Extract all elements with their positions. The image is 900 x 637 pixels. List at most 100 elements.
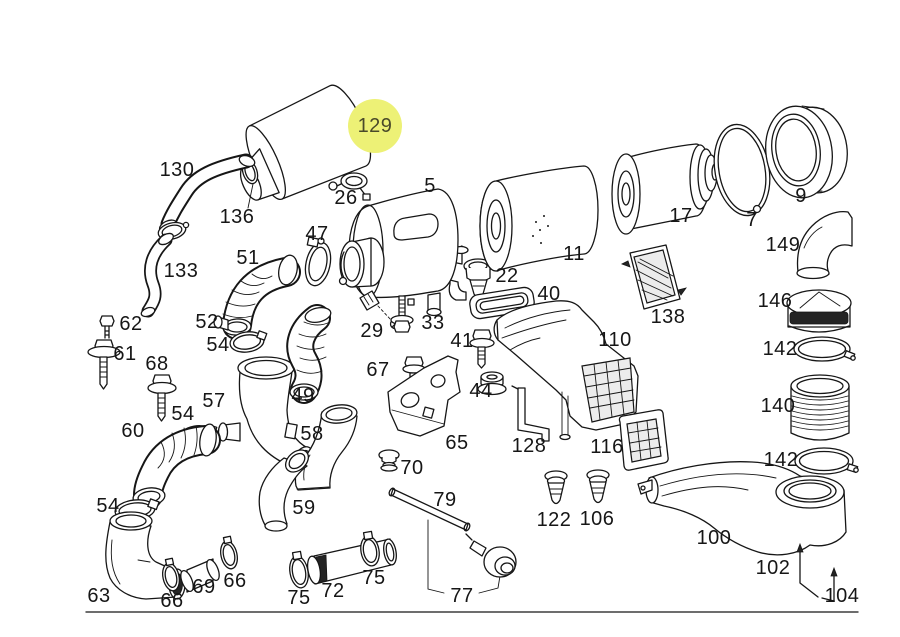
part-65-bracket-drawing [387, 355, 461, 437]
part-17-filter-drawing [611, 143, 719, 235]
part-41-bolt-drawing [469, 329, 495, 369]
part-label-17[interactable]: 17 [669, 205, 693, 227]
part-26-sensor-drawing [328, 172, 371, 201]
part-106-plug-drawing [586, 469, 610, 504]
part-label-62[interactable]: 62 [119, 313, 143, 335]
part-label-140[interactable]: 140 [760, 395, 796, 417]
part-label-41[interactable]: 41 [450, 330, 474, 352]
part-60-elbow-hose-drawing [132, 423, 221, 510]
part-5-housing-drawing [338, 188, 469, 317]
part-label-49[interactable]: 49 [291, 385, 315, 407]
part-label-54[interactable]: 54 [171, 403, 195, 425]
part-label-102[interactable]: 102 [755, 557, 791, 579]
part-label-133[interactable]: 133 [163, 260, 199, 282]
part-label-52[interactable]: 52 [195, 311, 219, 333]
part-79-rod-drawing [388, 487, 471, 532]
part-label-122[interactable]: 122 [536, 509, 572, 531]
part-label-5[interactable]: 5 [424, 175, 436, 197]
part-51-elbow-hose-drawing [222, 254, 301, 340]
part-63-elbow-drawing [105, 511, 186, 600]
part-label-142[interactable]: 142 [762, 338, 798, 360]
part-label-149[interactable]: 149 [765, 234, 801, 256]
part-146-cap-drawing [786, 289, 852, 333]
part-7-seal-ring-drawing [713, 123, 771, 217]
part-label-128[interactable]: 128 [511, 435, 547, 457]
part-47-clamp-drawing [304, 236, 332, 287]
part-149-elbow-drawing [796, 210, 853, 280]
part-label-67[interactable]: 67 [366, 359, 390, 381]
part-140-bellows-drawing [790, 374, 850, 441]
part-label-63[interactable]: 63 [87, 585, 111, 607]
part-label-69[interactable]: 69 [192, 576, 216, 598]
part-label-40[interactable]: 40 [537, 283, 561, 305]
part-label-47[interactable]: 47 [305, 223, 329, 245]
part-128-bracket-drawing [511, 385, 550, 442]
part-label-72[interactable]: 72 [321, 580, 345, 602]
part-label-65[interactable]: 65 [445, 432, 469, 454]
part-label-136[interactable]: 136 [219, 206, 255, 228]
part-52-fitting-drawing [213, 315, 229, 331]
part-142-clamp-lower-drawing [794, 447, 859, 475]
part-44-nut-drawing [477, 371, 507, 396]
part-102-rod-drawing [796, 542, 819, 598]
part-label-59[interactable]: 59 [292, 497, 316, 519]
part-70-grommet-drawing [378, 449, 400, 472]
part-33-bolt-drawing [390, 295, 414, 333]
part-label-138[interactable]: 138 [650, 306, 686, 328]
part-label-142[interactable]: 142 [763, 449, 799, 471]
part-label-51[interactable]: 51 [236, 247, 260, 269]
part-61-bolt-drawing [87, 339, 121, 390]
part-label-100[interactable]: 100 [696, 527, 732, 549]
part-68-bolt-drawing [147, 374, 177, 422]
part-label-146[interactable]: 146 [757, 290, 793, 312]
part-label-106[interactable]: 106 [579, 508, 615, 530]
part-label-68[interactable]: 68 [145, 353, 169, 375]
part-label-11[interactable]: 11 [563, 243, 585, 265]
part-label-104[interactable]: 104 [824, 585, 860, 607]
part-9-end-cap-drawing [765, 105, 848, 199]
part-label-44[interactable]: 44 [469, 380, 493, 402]
part-133-hose-drawing [140, 232, 174, 318]
part-label-54[interactable]: 54 [206, 334, 230, 356]
part-label-29[interactable]: 29 [360, 320, 384, 342]
part-label-66[interactable]: 66 [223, 570, 247, 592]
part-label-58[interactable]: 58 [300, 423, 324, 445]
part-66-clamp-right-drawing [220, 535, 238, 570]
part-label-129[interactable]: 129 [348, 99, 402, 153]
part-label-9[interactable]: 9 [795, 185, 807, 207]
part-66-clamp-left-drawing [162, 557, 180, 592]
part-label-79[interactable]: 79 [433, 489, 457, 511]
part-77-sensor-drawing [427, 519, 517, 594]
part-104-rod-drawing [821, 566, 838, 602]
part-122-plug-drawing [544, 470, 568, 505]
part-label-116[interactable]: 116 [590, 436, 624, 458]
part-label-130[interactable]: 130 [159, 159, 195, 181]
part-label-54[interactable]: 54 [96, 495, 120, 517]
part-69-hose-drawing [180, 558, 220, 593]
part-label-7[interactable]: 7 [746, 209, 758, 231]
part-138-screen-drawing [621, 244, 687, 310]
part-label-22[interactable]: 22 [495, 265, 519, 287]
part-58-elbow-duct-drawing [294, 404, 358, 491]
part-label-66[interactable]: 66 [160, 590, 184, 612]
part-label-75[interactable]: 75 [362, 567, 386, 589]
part-49-elbow-hose-drawing [286, 304, 332, 404]
part-label-57[interactable]: 57 [202, 390, 226, 412]
part-75-clamp-right-drawing [360, 530, 380, 567]
part-label-26[interactable]: 26 [334, 187, 358, 209]
part-54-clamp-upper-drawing [229, 330, 268, 353]
part-label-77[interactable]: 77 [450, 585, 474, 607]
part-label-110[interactable]: 110 [598, 329, 632, 351]
part-label-33[interactable]: 33 [421, 312, 445, 334]
part-label-70[interactable]: 70 [400, 457, 424, 479]
part-label-60[interactable]: 60 [121, 420, 145, 442]
part-label-75[interactable]: 75 [287, 587, 311, 609]
part-59-elbow-drawing [258, 449, 310, 532]
part-11-filter-drawing [479, 165, 599, 272]
part-label-61[interactable]: 61 [113, 343, 137, 365]
part-62-bolt-drawing [99, 315, 115, 339]
part-110-duct-drawing [493, 300, 639, 441]
